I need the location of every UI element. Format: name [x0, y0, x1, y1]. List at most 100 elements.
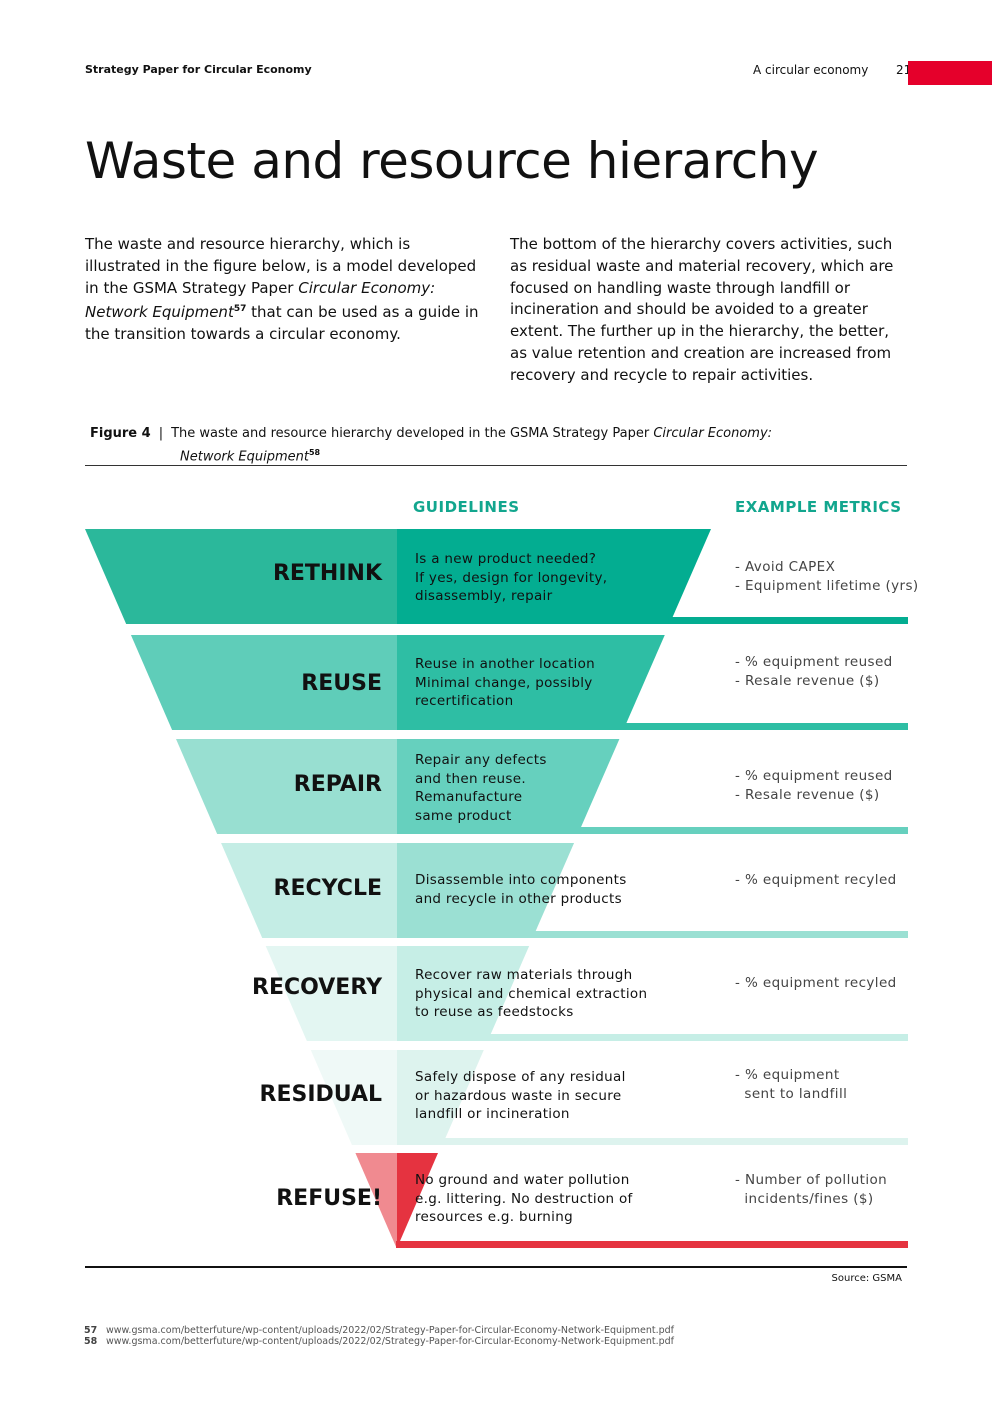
guideline-line: Safely dispose of any residual	[415, 1069, 626, 1085]
tier-repair-right-band	[397, 739, 620, 834]
guideline-line: Reuse in another location	[415, 656, 596, 672]
tier-metrics-rethink: - Avoid CAPEX- Equipment lifetime (yrs)	[735, 558, 925, 596]
guideline-line: and then reuse.	[415, 770, 526, 787]
tier-recycle-right-band	[397, 843, 575, 938]
guideline-line: recertification	[415, 693, 514, 709]
tier-metrics-repair: - % equipment reused - Resale revenue ($)	[735, 767, 925, 805]
figure-caption: Figure 4 | The waste and resource hierarch…	[90, 424, 890, 466]
tier-guideline-repair: Repair any defects and then reuse. Remanuf…	[415, 751, 675, 825]
guideline-line: e.g. littering. No destruction of	[415, 1190, 633, 1207]
metric-line: - Resale revenue ($)	[735, 673, 880, 689]
guideline-line: resources e.g. burning	[415, 1209, 573, 1225]
figure-caption-line-2: Network Equipment58	[90, 443, 890, 466]
metric-line: - % equipment reused	[735, 768, 893, 784]
tier-reuse-left-band	[130, 635, 397, 730]
red-page-tab	[908, 61, 992, 85]
guideline-line: Is a new product needed?	[415, 551, 597, 567]
tier-recycle-left-band	[221, 843, 397, 938]
guideline-line: physical and chemical extraction	[415, 985, 648, 1002]
tier-metrics-refuse: - Number of pollution incidents/fines ($…	[735, 1171, 925, 1209]
tier-recycle-underline	[531, 931, 908, 938]
metric-line: sent to landfill	[735, 1086, 848, 1102]
metric-line: - Resale revenue ($)	[735, 787, 880, 803]
intro-left-text-1: The waste and resource hierarchy, which …	[85, 235, 477, 297]
tier-refuse-left-band	[355, 1153, 397, 1248]
tier-guideline-residual: Safely dispose of any residual or hazardo…	[415, 1068, 675, 1124]
tier-residual-left-band	[310, 1050, 397, 1145]
figure-source: Source: GSMA	[831, 1273, 902, 1284]
metric-line: - % equipment recyled	[735, 872, 897, 888]
guideline-line: to reuse as feedstocks	[415, 1004, 574, 1020]
footnote-number: 57	[84, 1325, 98, 1336]
tier-metrics-recycle: - % equipment recyled	[735, 871, 925, 890]
tier-guideline-rethink: Is a new product needed? If yes, design f…	[415, 550, 675, 606]
figure-separator: |	[158, 426, 164, 441]
metric-line: - % equipment	[735, 1067, 840, 1083]
tier-guideline-recovery: Recover raw materials through physical an…	[415, 966, 675, 1022]
footnote-ref-57[interactable]: 57	[233, 304, 247, 315]
tier-reuse-right-band	[397, 635, 665, 730]
guideline-line: No ground and water pollution	[415, 1172, 630, 1188]
figure-caption-text: The waste and resource hierarchy develop…	[171, 426, 654, 441]
tier-recovery-underline	[486, 1034, 908, 1041]
guideline-line: Recover raw materials through	[415, 967, 633, 983]
tier-metrics-reuse: - % equipment reused - Resale revenue ($)	[735, 653, 925, 691]
tier-name-repair: REPAIR	[293, 772, 382, 797]
footnote-url[interactable]: www.gsma.com/betterfuture/wp-content/upl…	[106, 1336, 674, 1347]
guideline-line: and recycle in other products	[415, 890, 622, 907]
intro-paragraph-right: The bottom of the hierarchy covers activ…	[510, 235, 894, 384]
guideline-line: or hazardous waste in secure	[415, 1087, 622, 1104]
guidelines-heading: GUIDELINES	[413, 498, 520, 516]
tier-metrics-residual: - % equipment sent to landfill	[735, 1066, 925, 1104]
header-section-title: A circular economy	[753, 63, 869, 77]
metric-line: incidents/fines ($)	[735, 1191, 874, 1207]
figure-label: Figure 4	[90, 426, 151, 441]
tier-name-recovery: RECOVERY	[252, 975, 382, 1000]
guideline-line: landfill or incineration	[415, 1106, 570, 1122]
footnote-58: 58 www.gsma.com/betterfuture/wp-content/u…	[84, 1336, 674, 1347]
tier-reuse-underline	[622, 723, 908, 730]
tier-rethink-left-band	[85, 529, 397, 624]
tier-repair-left-band	[176, 739, 397, 834]
tier-residual-underline	[441, 1138, 908, 1145]
footnote-ref-58[interactable]: 58	[308, 448, 321, 457]
tier-rethink-underline	[668, 617, 908, 624]
tier-metrics-recovery: - % equipment recyled	[735, 974, 925, 993]
tier-recovery-right-band	[397, 946, 530, 1041]
figure-caption-italic-1: Circular Economy:	[653, 426, 773, 441]
tier-name-rethink: RETHINK	[272, 561, 382, 586]
tier-name-reuse: REUSE	[301, 671, 382, 696]
guideline-line: Repair any defects	[415, 752, 547, 768]
tier-refuse-underline	[396, 1241, 908, 1248]
figure-caption-italic-2: Network Equipment	[180, 449, 309, 465]
tier-refuse-right-band	[397, 1153, 438, 1248]
metrics-heading: EXAMPLE METRICS	[735, 498, 902, 516]
figure-top-rule	[85, 465, 907, 466]
intro-left-italic: Circular Economy: Network Equipment	[85, 278, 436, 322]
tier-rethink-right-band	[397, 529, 711, 624]
footnote-57: 57 www.gsma.com/betterfuture/wp-content/u…	[84, 1325, 674, 1336]
footnote-url[interactable]: www.gsma.com/betterfuture/wp-content/upl…	[106, 1325, 674, 1336]
footnote-number: 58	[84, 1336, 98, 1347]
metric-line: - % equipment recyled	[735, 975, 897, 991]
tier-name-residual: RESIDUAL	[259, 1082, 383, 1107]
metric-line: - Equipment lifetime (yrs)	[735, 578, 919, 594]
tier-name-refuse: REFUSE!	[276, 1186, 382, 1211]
intro-paragraph-left: The waste and resource hierarchy, which …	[85, 234, 483, 346]
guideline-line: disassembly, repair	[415, 588, 553, 604]
guideline-line: Remanufacture	[415, 789, 523, 805]
page-title: Waste and resource hierarchy	[85, 132, 819, 190]
metric-line: - % equipment reused	[735, 654, 893, 670]
figure-bottom-rule	[85, 1266, 907, 1268]
intro-left-text-2: that can be used as a guide in the trans…	[85, 303, 479, 344]
guideline-line: same product	[415, 807, 512, 824]
tier-guideline-refuse: No ground and water pollution e.g. litter…	[415, 1171, 675, 1227]
page-number: 21	[896, 63, 912, 77]
tier-repair-underline	[576, 827, 908, 834]
tier-recovery-left-band	[265, 946, 397, 1041]
tier-residual-right-band	[397, 1050, 484, 1145]
guideline-line: If yes, design for longevity,	[415, 569, 608, 586]
